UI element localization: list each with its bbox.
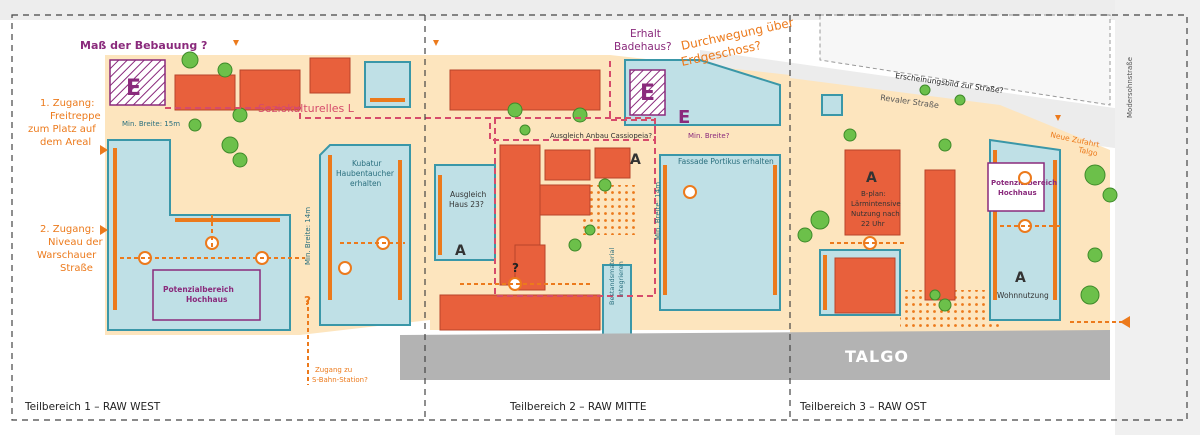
note-min-breite-15: Min. Breite: 15m: [122, 120, 180, 128]
note-zugang2-2: Niveau der: [48, 237, 103, 248]
annotations: Maß der Bebauung ? Erhalt Badehaus? Durc…: [28, 15, 1100, 384]
note-zugang2-1: 2. Zugang:: [40, 224, 94, 235]
street-modersohn: Modersohnstraße: [1126, 57, 1134, 118]
letter-markers: E E E A A A A: [126, 76, 1026, 286]
pink-boundaries: [165, 58, 656, 297]
note-fassade-portikus: Fassade Portikus erhalten: [678, 157, 774, 166]
buildings: [174, 57, 956, 331]
potenzial-west-2: Hochhaus: [186, 295, 228, 304]
courtyards: [107, 59, 1061, 336]
note-soziokulturelles: Soziokulturelles L: [258, 102, 355, 115]
note-ausgleich-haus-1: Ausgleich: [450, 190, 486, 199]
building: [449, 69, 601, 111]
potenzial-ost-2: Hochhaus: [998, 189, 1037, 197]
letter-a-wohn: A: [1015, 270, 1026, 286]
building: [834, 257, 896, 314]
note-zugang1-1: 1. Zugang:: [40, 98, 94, 109]
building: [239, 69, 301, 111]
section-ost: Teilbereich 3 – RAW OST: [799, 401, 927, 413]
note-bestandsmaterial-1: Bestandsmaterial: [608, 248, 616, 305]
letter-a-mitte: A: [630, 152, 641, 168]
building: [439, 294, 601, 331]
letter-e-mitte-2: E: [678, 107, 690, 128]
note-bplan-1: B-plan:: [861, 190, 886, 198]
note-kubatur-1: Kubatur: [352, 159, 382, 168]
note-bestandsmaterial-2: integrieren: [617, 261, 625, 297]
note-kubatur-2: Haubentaucher: [336, 169, 395, 178]
building: [174, 74, 236, 111]
note-zugang-sbahn-2: S-Bahn-Station?: [312, 376, 368, 384]
note-ausgleich-haus-2: Haus 23?: [449, 200, 484, 209]
note-zugang2-4: Straße: [60, 263, 93, 274]
note-question-1: ?: [512, 261, 519, 275]
note-zugang-sbahn-1: Zugang zu: [315, 366, 352, 374]
note-bplan-2: Lärmintensive: [851, 200, 901, 208]
building: [544, 149, 591, 181]
trees: [181, 51, 1118, 312]
building: [309, 57, 351, 94]
section-labels: Teilbereich 1 – RAW WEST Teilbereich 2 –…: [24, 401, 927, 413]
section-west: Teilbereich 1 – RAW WEST: [24, 401, 161, 413]
sector-dividers: [11, 14, 1188, 421]
entry-triangles: [100, 40, 1130, 328]
section-mitte: Teilbereich 2 – RAW MITTE: [509, 401, 647, 413]
building: [539, 184, 591, 216]
letter-e-mitte: E: [640, 81, 655, 106]
building: [594, 147, 631, 179]
note-zugang1-4: dem Areal: [40, 137, 91, 148]
building: [844, 149, 901, 236]
letter-a-bplan: A: [866, 170, 877, 186]
note-neue-zufahrt-2: Talgo: [1077, 145, 1099, 158]
note-erhalt-2: Badehaus?: [614, 41, 672, 53]
note-zugang1-2: Freitreppe: [50, 111, 101, 122]
note-mass-bebauung: Maß der Bebauung ?: [80, 39, 207, 52]
note-question-2: ?: [304, 294, 311, 308]
letter-a-haus23: A: [455, 243, 466, 259]
hatched-zones: [109, 59, 666, 116]
note-min-breite-q: Min. Breite?: [688, 132, 730, 140]
note-kubatur-3: erhalten: [350, 179, 382, 188]
note-zugang1-3: zum Platz auf: [28, 124, 96, 135]
note-min-breite-14: Min. Breite: 14m: [304, 207, 312, 265]
talgo-label: TALGO: [845, 347, 909, 366]
building: [924, 169, 956, 301]
note-bplan-3: Nutzung nach: [851, 210, 900, 218]
note-ausgleich-anbau: Ausgleich Anbau Cassiopeia?: [550, 132, 652, 140]
note-wohnnutzung: Wohnnutzung: [997, 291, 1049, 300]
letter-e-west: E: [126, 76, 141, 101]
potenzial-west-1: Potenzialbereich: [163, 285, 234, 294]
talgo-block: TALGO: [400, 330, 1110, 380]
note-min-breite-mitte: Min. Breite: 14m: [654, 182, 662, 240]
note-bplan-4: 22 Uhr: [861, 220, 885, 228]
note-zugang2-3: Warschauer: [37, 250, 97, 261]
note-erhalt-1: Erhalt: [630, 28, 661, 40]
